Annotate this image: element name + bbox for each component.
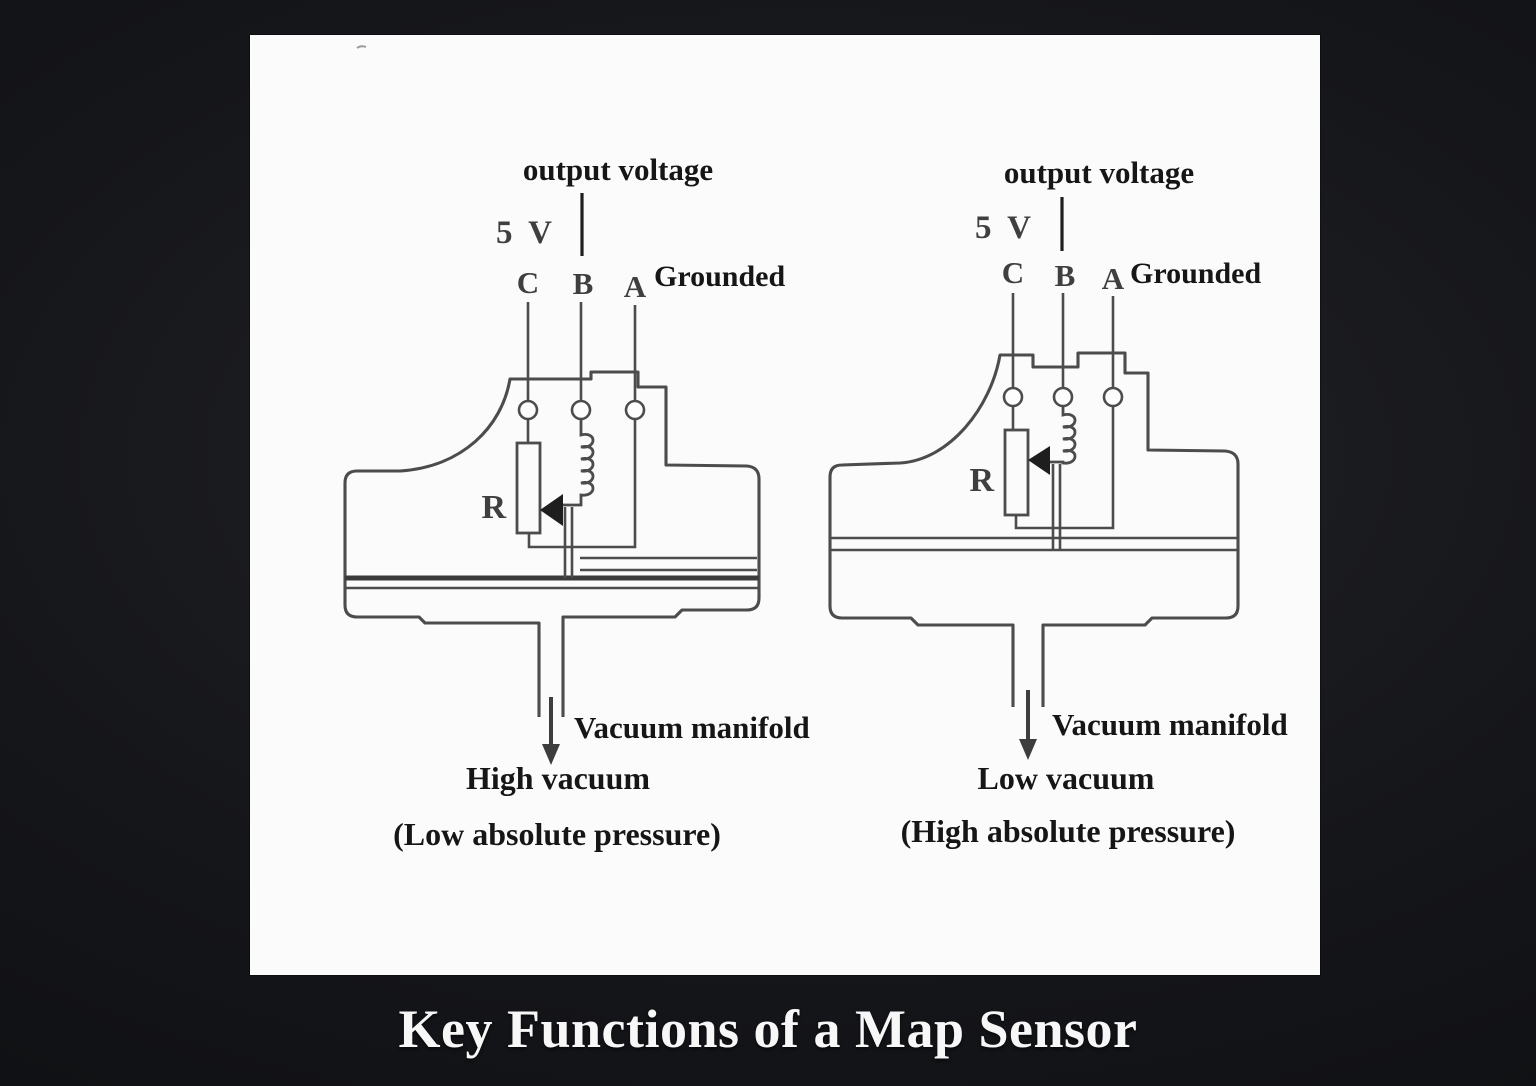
terminal-pin-a [624,399,646,421]
sensor-housing-outline [828,351,1240,707]
map-sensor-diagram-low-vacuum: output voltage 5 V C B A Grounded R Vacu… [828,155,1288,849]
coil [563,419,595,507]
grounded-label: Grounded [1130,257,1261,290]
terminal-label-c: C [517,265,539,300]
resistor-label: R [481,489,506,526]
vacuum-state-label: High vacuum [466,760,650,796]
supply-voltage-label: 5 V [975,210,1035,246]
absolute-pressure-label: (High absolute pressure) [901,813,1236,849]
resistor-label: R [969,462,994,499]
supply-voltage-label: 5 V [496,215,556,251]
map-sensor-schematics: output voltage 5 V C B A Grounded R Vacu… [343,45,1288,852]
map-sensor-diagram-high-vacuum: output voltage 5 V C B A Grounded R Vacu… [343,152,810,852]
terminal-pin-b [570,399,592,421]
vacuum-state-label: Low vacuum [978,760,1155,796]
terminal-pin-c [1002,386,1024,408]
vacuum-manifold-label: Vacuum manifold [574,710,810,745]
vacuum-manifold-label: Vacuum manifold [1052,707,1288,742]
wiper-arrow-icon [1028,446,1050,475]
ground-rail [1014,406,1115,530]
terminal-pin-a [1102,386,1124,408]
slide-title: Key Functions of a Map Sensor [398,999,1138,1059]
wiper-shaft [563,507,574,578]
diagram-panel: output voltage 5 V C B A Grounded R Vacu… [250,35,1320,975]
terminal-label-a: A [624,269,647,304]
ground-rail [527,419,637,549]
sensor-housing-outline [343,370,761,717]
terminal-label-c: C [1002,255,1024,290]
output-voltage-label: output voltage [523,152,713,187]
resistor [1003,428,1030,517]
absolute-pressure-label: (Low absolute pressure) [393,816,721,852]
wiper-arrow-icon [540,494,563,526]
terminal-pin-b [1052,386,1074,408]
output-voltage-label: output voltage [1004,155,1194,190]
wiper-shaft [1051,464,1062,550]
resistor [515,441,542,535]
scan-artifact-mark [356,45,367,49]
terminal-label-a: A [1102,261,1125,296]
down-arrow-icon [1019,739,1037,760]
terminal-label-b: B [1055,258,1076,293]
coil [1045,406,1077,465]
terminal-pin-c [517,399,539,421]
terminal-label-b: B [573,266,594,301]
grounded-label: Grounded [654,260,785,293]
down-arrow-icon [542,744,560,765]
